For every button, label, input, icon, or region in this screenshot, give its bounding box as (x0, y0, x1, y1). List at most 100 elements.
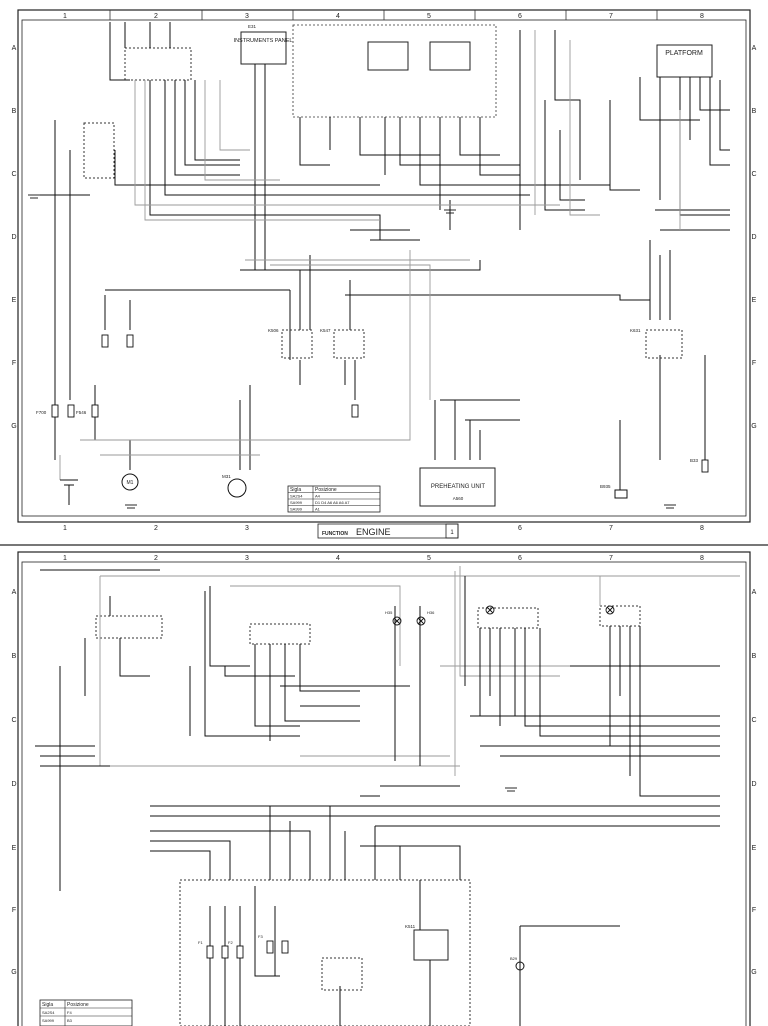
col-label-3: 3 (245, 13, 249, 20)
schematic-sheet-engine: 1 2 3 4 5 6 7 8 1 2 3 6 7 8 A B C D E F … (11, 9, 757, 539)
row-label-right-E: E (752, 297, 757, 304)
relay-k50-box (367, 41, 409, 71)
battery-symbol (60, 479, 78, 505)
sensor-m31-symbol (227, 478, 247, 498)
relay-k547-label: K547 (320, 328, 331, 333)
legend-bottom-h1: Sigla (42, 1002, 53, 1008)
legend-top-r1c2: A4 (315, 494, 321, 499)
col-label-bottom-2: 2 (154, 525, 158, 532)
component-b29-label: B29 (510, 956, 518, 961)
legend-top-r2c1: SA999 (290, 500, 303, 505)
connector-block-b3 (477, 607, 539, 629)
legend-top-r3c1: SA999 (290, 507, 303, 512)
row-label-b-right-G: G (751, 969, 756, 976)
schematic-bottom-svg: 1 2 3 4 5 6 7 8 A B C D E F G A B C D E … (11, 551, 757, 1026)
sensor-b33-label: B33 (690, 458, 699, 463)
instruments-panel-label: INSTRUMENTS PANEL (234, 38, 293, 44)
relay-k631-box (645, 329, 683, 359)
connector-block-b2 (249, 623, 311, 645)
legend-top-r2c2: D1 D4 A6 A6 A6 A7 (315, 500, 350, 505)
col-label-b-4: 4 (336, 555, 340, 562)
col-label-5: 5 (427, 13, 431, 20)
col-label-b-1: 1 (63, 555, 67, 562)
row-label-b-right-F: F (752, 907, 756, 914)
fuse-f700-label: F700 (36, 410, 47, 415)
preheating-unit-code: A560 (453, 496, 464, 501)
fuse-f1-label: F1 (198, 940, 203, 945)
relay-block-left (83, 122, 115, 179)
title-block: FUNCTION ENGINE 1 (317, 523, 459, 539)
relay-k511-box (413, 929, 449, 961)
platform-label: PLATFORM (665, 50, 703, 57)
row-label-b-right-B: B (752, 653, 757, 660)
col-label-bottom-7: 7 (609, 525, 613, 532)
col-label-b-3: 3 (245, 555, 249, 562)
row-label-b-left-B: B (12, 653, 17, 660)
row-label-left-F: F (12, 360, 16, 367)
preheating-unit-box (419, 467, 496, 507)
row-label-right-C: C (751, 171, 756, 178)
legend-top-h1: Sigla (290, 487, 301, 493)
col-label-b-6: 6 (518, 555, 522, 562)
connector-cluster-top-left (124, 47, 192, 81)
sensor-b935-label: B935 (600, 484, 611, 489)
connector-block-b1 (95, 615, 163, 639)
row-label-b-left-C: C (11, 717, 16, 724)
legend-bottom-r2c1: SA999 (42, 1018, 55, 1023)
col-label-b-5: 5 (427, 555, 431, 562)
function-name: ENGINE (356, 527, 391, 537)
schematic-top-svg: 1 2 3 4 5 6 7 8 1 2 3 6 7 8 A B C D E F … (11, 9, 757, 539)
col-label-bottom-8: 8 (700, 525, 704, 532)
ground-symbols (28, 194, 676, 509)
col-label-7: 7 (609, 13, 613, 20)
wiring-main-bottom (35, 569, 720, 1026)
instruments-panel-box (240, 31, 287, 65)
drawing-area-border-bottom (21, 561, 747, 1026)
ecu-dotted-enclosure-bottom (179, 879, 471, 1026)
col-label-1: 1 (63, 13, 67, 20)
function-label: FUNCTION (322, 531, 348, 537)
row-label-left-C: C (11, 171, 16, 178)
legend-top-h2: Posizione (315, 487, 337, 493)
fuse-f2-label: F2 (228, 940, 233, 945)
ground-symbols-bottom (505, 787, 517, 792)
row-label-left-G: G (11, 423, 16, 430)
relay-k506-box (281, 329, 313, 359)
fuse-f546-label: F546 (76, 410, 87, 415)
row-label-b-left-A: A (12, 589, 17, 596)
col-label-bottom-3: 3 (245, 525, 249, 532)
lamp-h36-label: H36 (427, 610, 435, 615)
preheating-unit-label: PREHEATING UNIT (431, 484, 486, 490)
legend-top-r3c2: A1 (315, 507, 321, 512)
row-label-right-F: F (752, 360, 756, 367)
row-label-b-left-G: G (11, 969, 16, 976)
relay-k631-label: K631 (630, 328, 641, 333)
row-label-left-D: D (11, 234, 16, 241)
wiring-grey (59, 30, 681, 480)
schematic-sheet-second: 1 2 3 4 5 6 7 8 A B C D E F G A B C D E … (0, 544, 768, 1026)
relay-k51-box (429, 41, 471, 71)
legend-bottom-r1c1: SA2S4 (42, 1010, 55, 1015)
row-label-left-E: E (12, 297, 17, 304)
row-label-b-right-A: A (752, 589, 757, 596)
row-label-b-left-D: D (11, 781, 16, 788)
sheet-frame-bottom (17, 551, 751, 1026)
legend-table-bottom: Sigla Posizione SA2S4 F4 SA999 B3 (39, 999, 133, 1026)
column-ruler-top (109, 10, 658, 20)
wiring-main (40, 22, 730, 490)
col-label-b-8: 8 (700, 555, 704, 562)
col-label-2: 2 (154, 13, 158, 20)
col-label-6: 6 (518, 13, 522, 20)
row-label-b-right-C: C (751, 717, 756, 724)
relay-k547-box (333, 329, 365, 359)
row-label-right-G: G (751, 423, 756, 430)
col-label-b-7: 7 (609, 555, 613, 562)
ecu-dotted-enclosure (292, 24, 497, 118)
legend-bottom-r1c2: F4 (67, 1010, 72, 1015)
relay-k511-label: K511 (405, 924, 416, 929)
row-label-right-B: B (752, 108, 757, 115)
fuse-symbols (51, 334, 709, 473)
instruments-panel-code: E31 (248, 24, 257, 29)
component-b29-symbol (515, 961, 525, 971)
col-label-4: 4 (336, 13, 340, 20)
